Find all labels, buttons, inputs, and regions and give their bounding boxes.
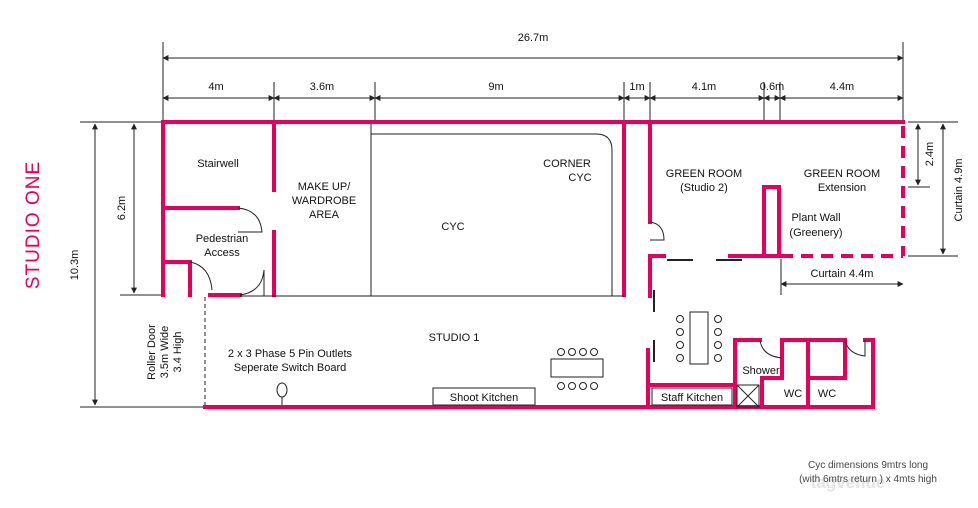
dimension-seg3: 9m <box>488 81 503 93</box>
plant-wall-line1: Plant Wall <box>791 212 840 224</box>
chair <box>590 348 598 356</box>
door-swing <box>239 269 265 296</box>
chair <box>579 348 587 356</box>
dimension-labels: 26.7m 4m 3.6m 9m 1m 4.1m 0.6m 4.4m 10.3m… <box>69 32 965 280</box>
shower-cross <box>736 384 760 408</box>
room-corner-cyc-line1: CORNER <box>543 158 591 170</box>
room-makeup-line3: AREA <box>309 209 340 221</box>
dimension-curtain-bottom: Curtain 4.4m <box>811 268 874 280</box>
shoot-kitchen-label: Shoot Kitchen <box>450 392 519 404</box>
dimension-seg2: 3.6m <box>310 81 334 93</box>
chair <box>714 315 722 323</box>
plant-wall-line2: (Greenery) <box>789 227 842 239</box>
walls <box>161 120 905 409</box>
door-swing <box>237 207 263 233</box>
dimension-seg4: 1m <box>629 81 644 93</box>
chair <box>676 315 684 323</box>
chair <box>714 328 722 336</box>
door-swing <box>759 339 783 359</box>
door-swing <box>844 339 866 357</box>
outlets-line1: 2 x 3 Phase 5 Pin Outlets <box>228 348 353 360</box>
chair <box>568 348 576 356</box>
chair <box>676 328 684 336</box>
chair <box>557 382 565 390</box>
furniture <box>276 311 733 406</box>
dimension-seg7: 4.4m <box>830 81 854 93</box>
room-studio1: STUDIO 1 <box>429 332 480 344</box>
cyc-note-line2: (with 6mtrs return ) x 4mts high <box>799 474 937 485</box>
shower-label: Shower <box>742 365 780 377</box>
plant-wall <box>762 185 781 258</box>
room-corner-cyc-line2: CYC <box>568 172 591 184</box>
chair <box>676 341 684 349</box>
wc1-label: WC <box>784 388 802 400</box>
shower-tray <box>736 384 760 408</box>
roller-door-line1: Roller Door <box>146 324 158 380</box>
chair <box>579 382 587 390</box>
room-labels: Stairwell Pedestrian Access MAKE UP/ WAR… <box>146 158 880 404</box>
dimension-curtain-short: 2.4m <box>924 142 936 166</box>
room-green-line1: GREEN ROOM <box>666 168 742 180</box>
room-cyc: CYC <box>441 221 464 233</box>
room-pedestrian-line1: Pedestrian <box>196 233 249 245</box>
outlets-line2: Seperate Switch Board <box>234 362 347 374</box>
room-stairwell: Stairwell <box>197 158 239 170</box>
roller-door-line2: 3.5m Wide <box>159 326 171 379</box>
room-green-ext-line1: GREEN ROOM <box>804 168 880 180</box>
chair <box>676 354 684 362</box>
dimension-height-total: 10.3m <box>69 250 81 281</box>
dimension-lines <box>80 42 958 408</box>
door-swing <box>649 221 665 241</box>
cyc-outline <box>370 128 613 297</box>
plan-title: STUDIO ONE <box>23 161 44 289</box>
shoot-kitchen-box <box>432 387 536 406</box>
chair <box>590 382 598 390</box>
staff-kitchen-box <box>651 387 733 406</box>
curtains <box>781 126 905 258</box>
door-swing <box>189 261 213 291</box>
roller-door-line3: 3.4 High <box>172 332 184 373</box>
chair <box>557 348 565 356</box>
cyc-note-line1: Cyc dimensions 9mtrs long <box>808 460 928 471</box>
dimension-seg5: 4.1m <box>692 81 716 93</box>
room-makeup-line2: WARDROBE <box>292 195 356 207</box>
dimension-seg6: 0.6m <box>760 81 784 93</box>
dimension-curtain-side: Curtain 4.9m <box>953 159 965 222</box>
chair <box>714 341 722 349</box>
table-green <box>689 311 709 365</box>
room-pedestrian-line2: Access <box>204 247 240 259</box>
table-shoot <box>550 358 604 378</box>
staff-kitchen-label: Staff Kitchen <box>661 392 723 404</box>
dimension-seg1: 4m <box>208 81 223 93</box>
room-makeup-line1: MAKE UP/ <box>298 181 352 193</box>
chair <box>714 354 722 362</box>
room-green-line2: (Studio 2) <box>680 182 728 194</box>
wc2-label: WC <box>818 388 836 400</box>
interior-lines <box>189 124 866 408</box>
chair <box>568 382 576 390</box>
room-green-ext-line2: Extension <box>818 182 866 194</box>
dimension-height-upper: 6.2m <box>116 196 128 220</box>
dimension-total: 26.7m <box>518 32 549 44</box>
watermark: tagvenue <box>811 473 886 492</box>
switch-board-icon <box>276 382 288 398</box>
